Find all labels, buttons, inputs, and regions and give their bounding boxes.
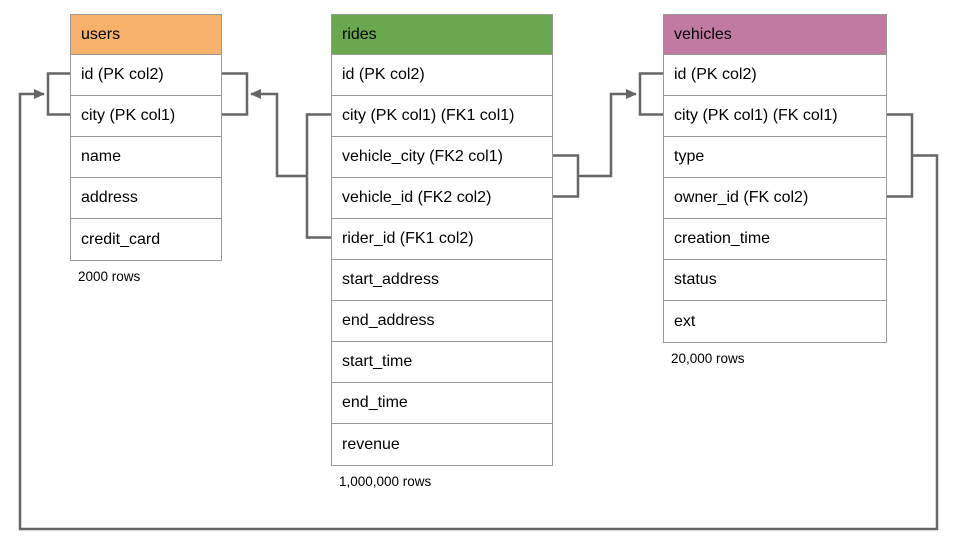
table-row: start_address — [332, 260, 552, 301]
users-pk-right-bracket — [222, 72, 249, 116]
table-row: revenue — [332, 424, 552, 465]
table-row: end_time — [332, 383, 552, 424]
table-row: credit_card — [71, 219, 221, 260]
table-rides-rows: id (PK col2)city (PK col1) (FK1 col1)veh… — [332, 55, 552, 465]
table-rides: rides id (PK col2)city (PK col1) (FK1 co… — [331, 14, 553, 489]
table-row: start_time — [332, 342, 552, 383]
table-row: name — [71, 137, 221, 178]
table-row: status — [664, 260, 886, 301]
rides-fk1-bracket — [305, 113, 331, 239]
table-row: owner_id (FK col2) — [664, 178, 886, 219]
table-row: id (PK col2) — [71, 55, 221, 96]
table-row: creation_time — [664, 219, 886, 260]
fk-rides-to-users-line — [250, 89, 307, 178]
fk-rides-to-vehicles-line — [578, 89, 637, 178]
table-rides-row-count: 1,000,000 rows — [339, 474, 432, 489]
table-row: end_address — [332, 301, 552, 342]
vehicles-fk-bracket — [887, 113, 914, 198]
table-vehicles-row-count: 20,000 rows — [671, 351, 745, 366]
table-vehicles: vehicles id (PK col2)city (PK col1) (FK … — [663, 14, 887, 366]
table-row: ext — [664, 301, 886, 342]
table-row: rider_id (FK1 col2) — [332, 219, 552, 260]
table-users-header: users — [71, 15, 221, 55]
table-users-row-count: 2000 rows — [78, 269, 141, 284]
table-row: vehicle_id (FK2 col2) — [332, 178, 552, 219]
table-row: type — [664, 137, 886, 178]
table-vehicles-rows: id (PK col2)city (PK col1) (FK col1)type… — [664, 55, 886, 342]
vehicles-pk-left-bracket — [638, 72, 663, 116]
table-vehicles-header: vehicles — [664, 15, 886, 55]
users-pk-left-bracket — [46, 72, 70, 116]
table-row: city (PK col1) (FK1 col1) — [332, 96, 552, 137]
table-row: vehicle_city (FK2 col1) — [332, 137, 552, 178]
table-rides-header: rides — [332, 15, 552, 55]
table-row: city (PK col1) — [71, 96, 221, 137]
table-row: id (PK col2) — [664, 55, 886, 96]
table-row: city (PK col1) (FK col1) — [664, 96, 886, 137]
table-row: id (PK col2) — [332, 55, 552, 96]
rides-fk2-bracket — [553, 154, 580, 198]
table-row: address — [71, 178, 221, 219]
